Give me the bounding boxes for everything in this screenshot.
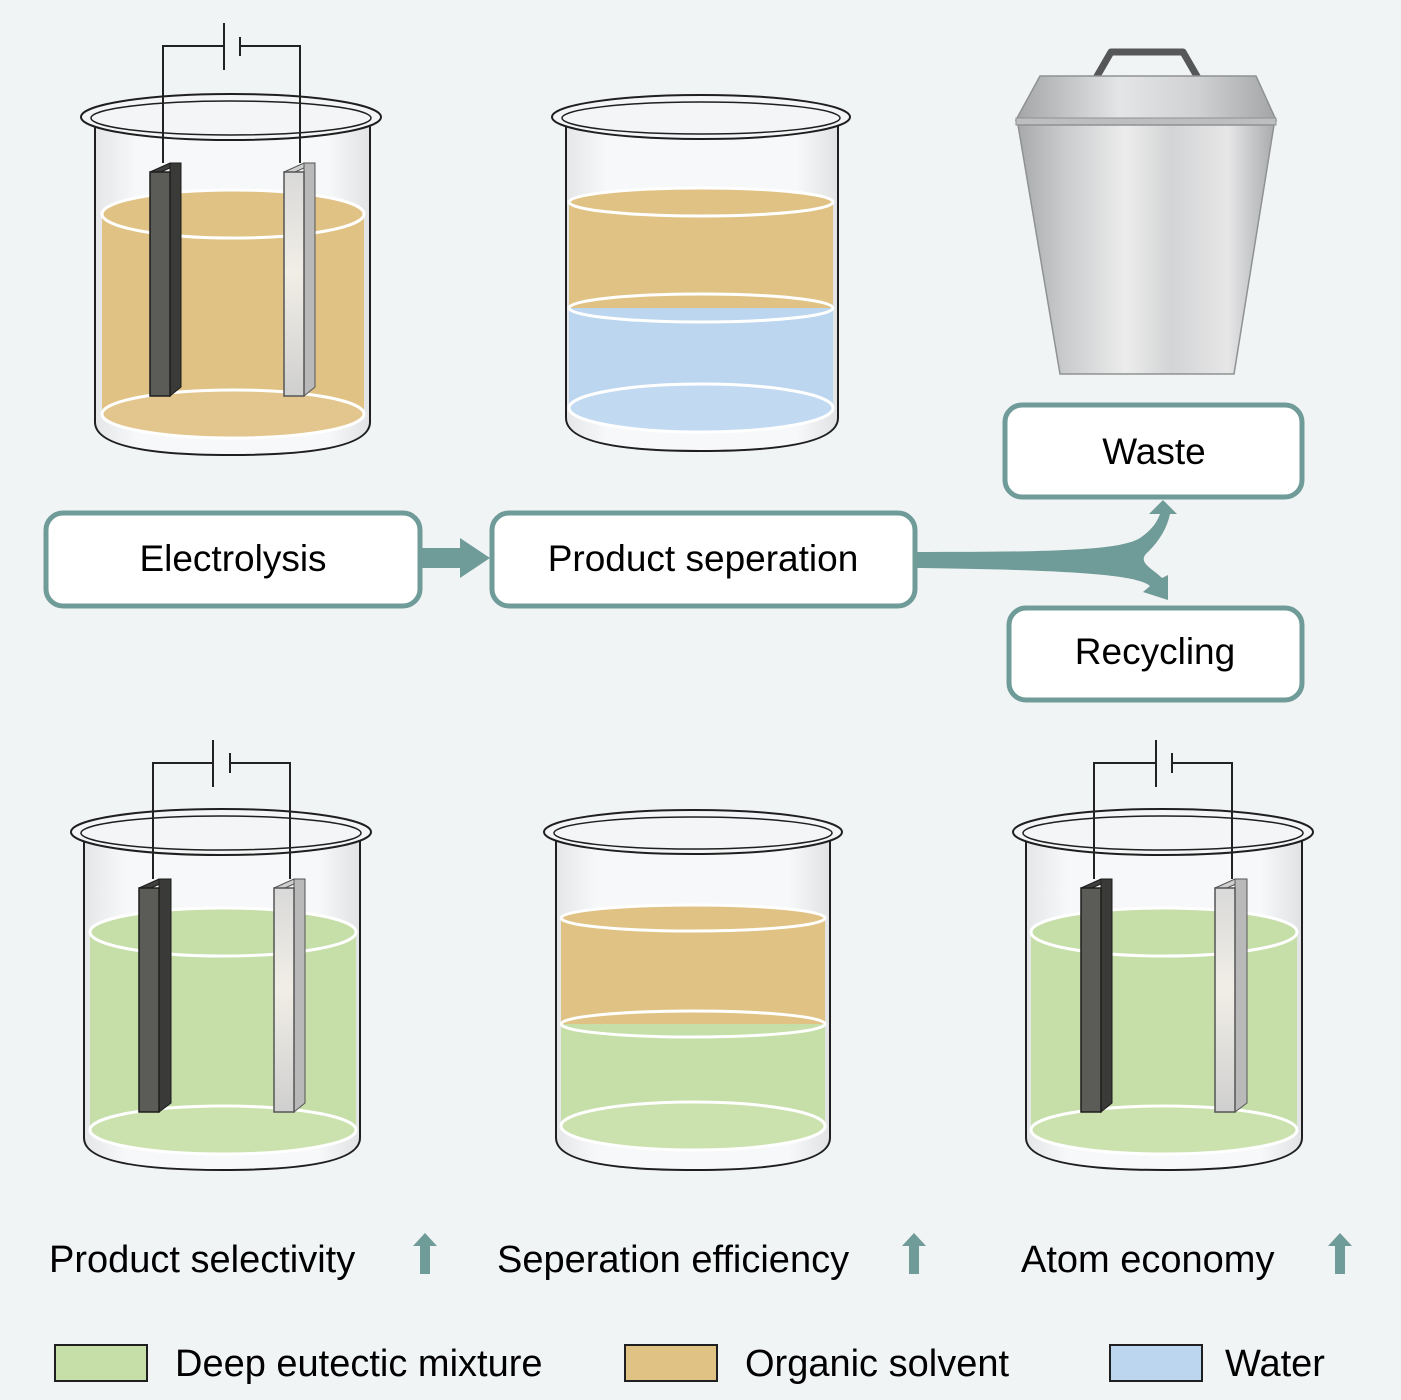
beaker-electrolysis-organic xyxy=(80,23,382,457)
legend-item-organic-solvent: Organic solvent xyxy=(624,1343,1009,1385)
beaker-electrolysis-des-1 xyxy=(70,740,372,1172)
flow-box-product-separation: Product seperation xyxy=(489,510,918,609)
benefit-label: Product selectivity xyxy=(49,1239,355,1281)
legend-label: Organic solvent xyxy=(745,1343,1009,1385)
benefit-product-selectivity: Product selectivity xyxy=(49,1233,437,1281)
legend-label: Water xyxy=(1225,1343,1325,1385)
flow-label-waste: Waste xyxy=(1102,431,1205,472)
benefit-label: Atom economy xyxy=(1021,1239,1274,1281)
light-electrode xyxy=(273,878,306,1114)
benefit-label: Seperation efficiency xyxy=(497,1239,849,1281)
legend-swatch xyxy=(624,1344,718,1382)
legend-item-water: Water xyxy=(1109,1343,1325,1385)
branch-arrow-icon xyxy=(914,500,1177,600)
dark-electrode xyxy=(138,878,172,1113)
benefit-separation-efficiency: Seperation efficiency xyxy=(497,1233,926,1281)
beaker-organic-water-separation xyxy=(551,94,851,453)
flow-label-electrolysis: Electrolysis xyxy=(139,538,326,579)
flow-box-waste: Waste xyxy=(1002,402,1305,500)
benefit-atom-economy: Atom economy xyxy=(1021,1233,1352,1281)
trash-bin-icon xyxy=(1014,48,1278,375)
battery-circuit xyxy=(152,740,291,879)
battery-circuit xyxy=(162,23,301,163)
legend-label: Deep eutectic mixture xyxy=(175,1343,543,1385)
legend-swatch xyxy=(54,1344,148,1382)
flow-box-recycling: Recycling xyxy=(1006,605,1305,703)
flow-arrows xyxy=(418,500,1177,600)
flow-label-product-separation: Product seperation xyxy=(548,538,859,579)
dark-electrode xyxy=(149,162,182,398)
legend-item-deep-eutectic-mixture: Deep eutectic mixture xyxy=(54,1343,543,1385)
dark-electrode xyxy=(1080,878,1113,1114)
arrow-up-icon xyxy=(1328,1233,1352,1274)
light-electrode xyxy=(283,162,316,398)
flow-box-electrolysis: Electrolysis xyxy=(43,510,423,609)
beaker-organic-des-separation xyxy=(543,809,843,1172)
beaker-electrolysis-des-2 xyxy=(1012,740,1314,1172)
arrow-up-icon xyxy=(902,1233,926,1274)
arrow-up-icon xyxy=(413,1233,437,1274)
legend-swatch xyxy=(1109,1344,1203,1382)
light-electrode xyxy=(1214,878,1248,1113)
organic-solvent-liquid xyxy=(100,188,366,440)
flow-label-recycling: Recycling xyxy=(1075,631,1235,672)
legend: Deep eutectic mixture Organic solvent Wa… xyxy=(54,1343,1325,1385)
arrow-right-icon xyxy=(418,538,490,578)
battery-circuit xyxy=(1093,740,1233,879)
